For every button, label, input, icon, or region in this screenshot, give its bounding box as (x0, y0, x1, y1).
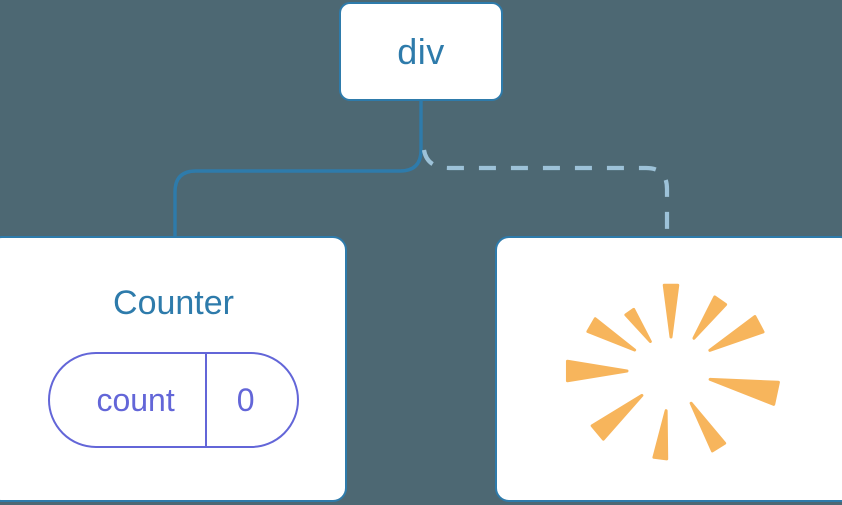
node-div-label: div (397, 30, 445, 72)
burst-ray-10 (691, 295, 727, 340)
burst-ray-5 (590, 393, 643, 441)
state-key-label: count (96, 382, 175, 418)
burst-ray-6 (651, 409, 668, 461)
edge-div-burst (421, 149, 670, 238)
burst-ray-1 (662, 283, 679, 339)
node-burst[interactable] (495, 236, 842, 502)
burst-ray-3 (585, 317, 636, 352)
burst-ray-2 (623, 307, 652, 344)
state-pill-divider (204, 354, 207, 446)
burst-ray-9 (707, 315, 765, 352)
node-div[interactable]: div (339, 2, 503, 101)
burst-ray-4 (565, 359, 628, 383)
burst-icon (565, 283, 780, 461)
node-counter[interactable]: Counter count 0 (0, 236, 347, 502)
burst-ray-7 (689, 401, 726, 453)
node-counter-label: Counter (113, 284, 234, 322)
state-value-label: 0 (236, 382, 255, 418)
edge-div-counter (173, 99, 423, 240)
burst-ray-8 (708, 377, 780, 406)
state-pill-count[interactable]: count 0 (48, 352, 299, 448)
